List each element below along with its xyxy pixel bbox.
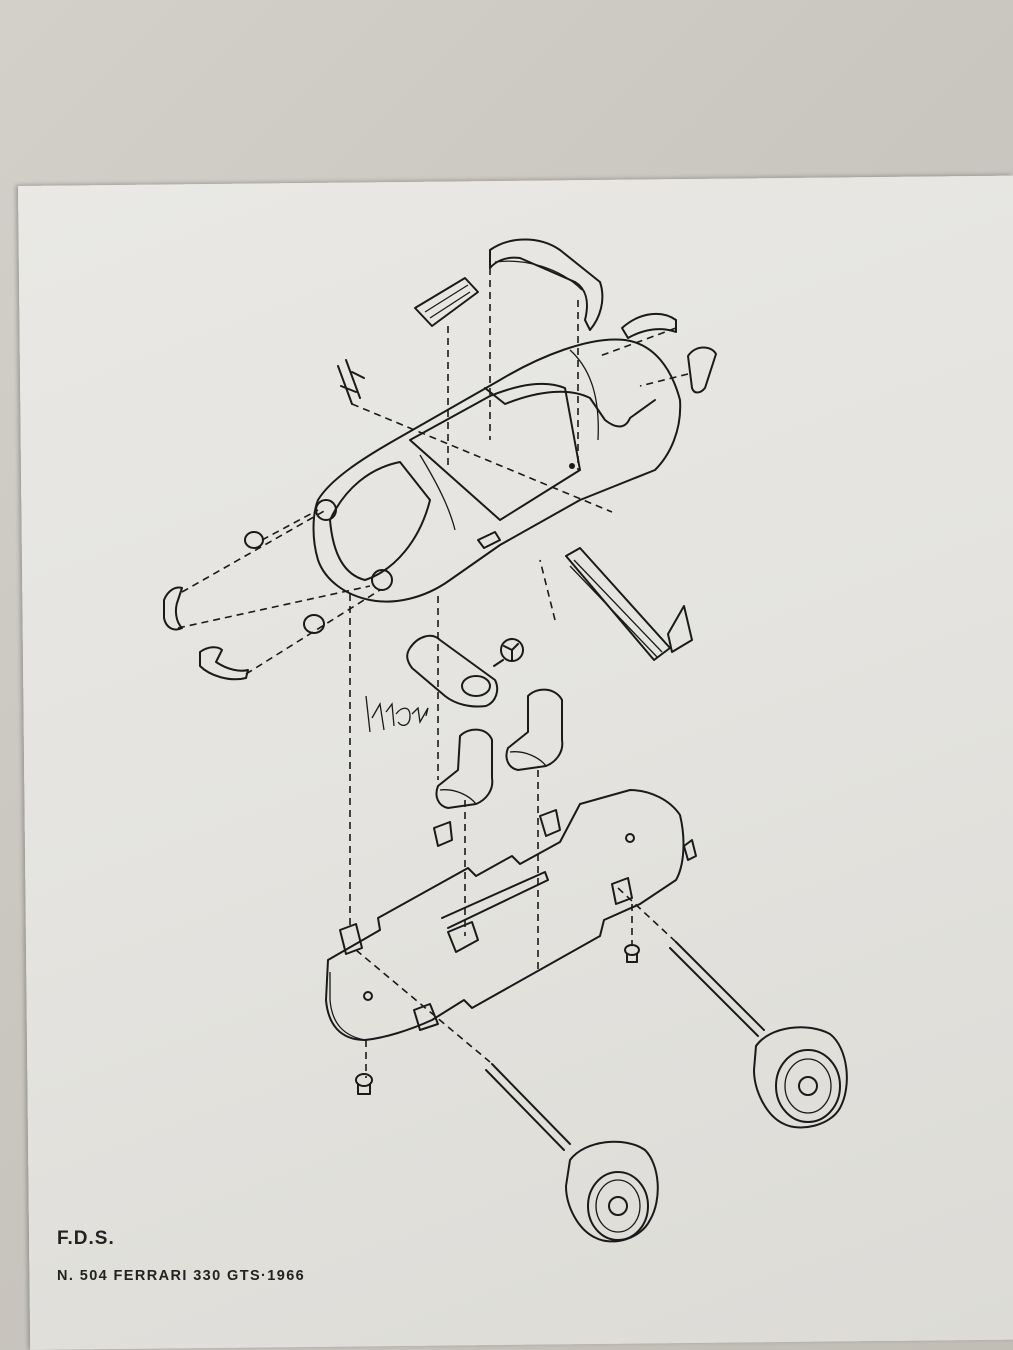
screw-rear bbox=[624, 944, 640, 963]
chassis-plate bbox=[325, 789, 697, 1041]
antenna-part bbox=[337, 359, 365, 405]
steering-wheel-part bbox=[493, 638, 524, 667]
car-body-shell bbox=[312, 338, 682, 603]
assembly-guide-lines bbox=[177, 268, 689, 1078]
front-lamps-and-bumpers bbox=[163, 531, 325, 681]
front-wheel bbox=[565, 1140, 659, 1243]
seat-right bbox=[505, 688, 564, 771]
rear-tail-panel bbox=[489, 238, 604, 331]
front-axle bbox=[485, 1063, 571, 1151]
handwritten-signature bbox=[365, 695, 429, 733]
caption-brand: F.D.S. bbox=[57, 1228, 115, 1249]
rear-bumper-pieces bbox=[621, 312, 717, 394]
rear-wheel bbox=[753, 1026, 848, 1129]
dashboard-part bbox=[406, 634, 499, 708]
screw-front bbox=[355, 1073, 373, 1095]
rear-axle bbox=[669, 941, 765, 1037]
seat-left bbox=[435, 728, 494, 809]
side-door-panel bbox=[565, 547, 693, 661]
windscreen-part bbox=[414, 277, 479, 327]
caption-model: N. 504 FERRARI 330 GTS·1966 bbox=[57, 1268, 306, 1284]
